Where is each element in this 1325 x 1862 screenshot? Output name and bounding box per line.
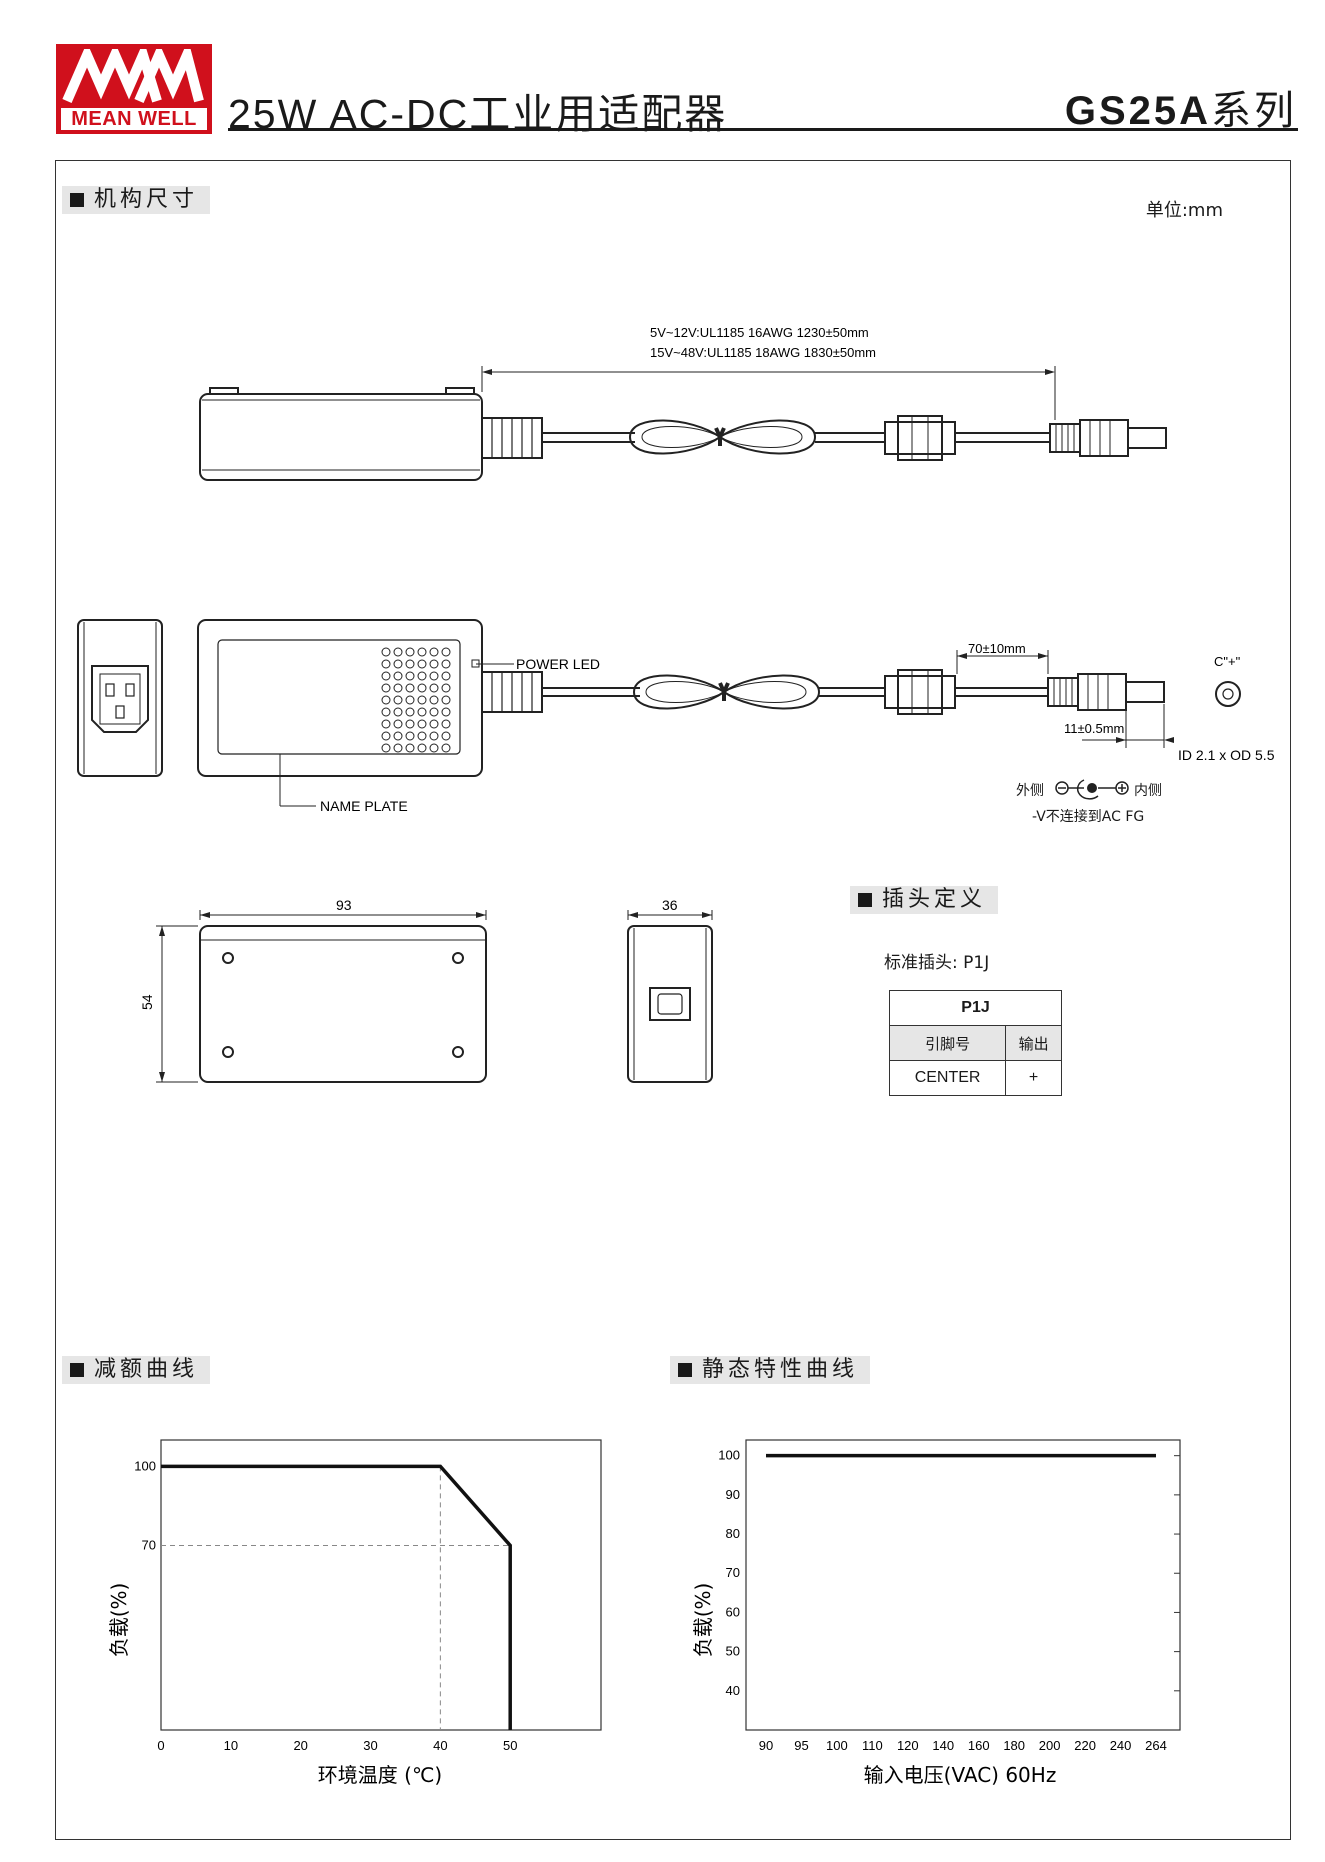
- static-y-tick: 70: [726, 1565, 740, 1580]
- adapter-top-view-drawing: POWER LED NAME PLATE 70±10mm 11±0.5mm C"…: [77, 619, 1275, 814]
- plug-standard: 标准插头: P1J: [884, 953, 990, 973]
- square-bullet-icon: [70, 1363, 84, 1377]
- derating-curve: [161, 1464, 512, 1730]
- static-x-tick: 240: [1110, 1738, 1132, 1753]
- static-x-tick: 220: [1074, 1738, 1096, 1753]
- static-x-tick: 110: [862, 1738, 883, 1753]
- derating-x-tick: 50: [503, 1738, 517, 1753]
- section-plug: 插头定义: [850, 886, 999, 914]
- plug-id-label: ID 2.1 x OD 5.5: [1178, 747, 1275, 763]
- section-derating-label: 减额曲线: [94, 1357, 199, 1382]
- derating-chart: 0 10 20 30 40 50 70 100 负载(%) 环境温度 (℃): [107, 1439, 602, 1787]
- square-bullet-icon: [678, 1363, 692, 1377]
- static-y-tick: 50: [726, 1644, 740, 1659]
- static-y-tick: 100: [718, 1448, 740, 1463]
- dimension-views-drawing: 93 54 36: [140, 897, 713, 1083]
- adapter-side-view-drawing: 5V~12V:UL1185 16AWG 1230±50mm 15V~48V:UL…: [199, 325, 1167, 481]
- dim-70-label: 70±10mm: [968, 641, 1026, 656]
- section-mechanical-label: 机构尺寸: [94, 187, 199, 212]
- mw-logo-icon: [62, 49, 204, 103]
- meanwell-logo: MEAN WELL: [56, 44, 212, 134]
- c-plus-label: C"+": [1214, 654, 1241, 669]
- series-name: GS25A: [1064, 89, 1211, 133]
- series-title: GS25A系列: [1065, 78, 1297, 136]
- static-y-tick: 60: [726, 1604, 740, 1619]
- plug-row-pin: CENTER: [888, 1060, 1007, 1096]
- section-static-label: 静态特性曲线: [702, 1357, 859, 1382]
- dim-54-label: 54: [140, 994, 155, 1010]
- static-x-tick: 90: [759, 1738, 773, 1753]
- static-y-tick: 80: [726, 1526, 740, 1541]
- plug-table-title: P1J: [889, 990, 1062, 1026]
- static-plot-frame: [745, 1439, 1181, 1731]
- dim-11-label: 11±0.5mm: [1064, 721, 1124, 736]
- derating-x-tick: 0: [157, 1738, 164, 1753]
- polarity-symbol-icon: [1055, 779, 1129, 800]
- plug-table: P1J 引脚号输出 CENTER+: [888, 990, 1062, 1096]
- section-mechanical: 机构尺寸: [62, 186, 211, 214]
- static-ylabel: 负载(%): [691, 1583, 715, 1658]
- derating-x-tick: 20: [293, 1738, 307, 1753]
- logo-brand-text: MEAN WELL: [61, 108, 207, 130]
- cable-spec-line1: 5V~12V:UL1185 16AWG 1230±50mm: [650, 325, 869, 340]
- static-y-tick: 90: [726, 1487, 740, 1502]
- derating-plot-frame: [160, 1439, 602, 1731]
- page-title: 25W AC-DC工业用适配器: [228, 91, 728, 137]
- content-frame: [55, 160, 1291, 1840]
- static-x-tick: 160: [968, 1738, 990, 1753]
- section-plug-label: 插头定义: [882, 887, 987, 912]
- fg-note: -V不连接到AC FG: [1032, 809, 1145, 825]
- derating-x-tick: 30: [363, 1738, 377, 1753]
- static-x-tick: 100: [826, 1738, 848, 1753]
- power-led-label: POWER LED: [516, 656, 600, 672]
- name-plate-label: NAME PLATE: [320, 798, 408, 814]
- outer-label: 外侧: [1016, 783, 1044, 799]
- static-x-tick: 95: [794, 1738, 808, 1753]
- section-derating: 减额曲线: [62, 1356, 211, 1384]
- derating-y-tick: 100: [134, 1458, 156, 1473]
- static-x-tick: 140: [932, 1738, 954, 1753]
- dim-93-label: 93: [336, 897, 352, 913]
- static-x-tick: 180: [1003, 1738, 1025, 1753]
- header-rule: [228, 128, 1298, 131]
- derating-ylabel: 负载(%): [107, 1583, 131, 1658]
- square-bullet-icon: [70, 193, 84, 207]
- plug-row-out: +: [1005, 1060, 1062, 1096]
- static-x-tick: 120: [897, 1738, 919, 1753]
- square-bullet-icon: [858, 893, 872, 907]
- plug-col-pin: 引脚号: [888, 1025, 1007, 1061]
- inner-label: 内侧: [1134, 783, 1162, 799]
- cable-spec-line2: 15V~48V:UL1185 18AWG 1830±50mm: [650, 345, 876, 360]
- static-xlabel: 输入电压(VAC) 60Hz: [864, 1763, 1057, 1787]
- static-x-tick: 200: [1039, 1738, 1061, 1753]
- derating-y-tick: 70: [142, 1537, 156, 1552]
- section-static: 静态特性曲线: [670, 1356, 871, 1384]
- static-y-tick: 40: [726, 1683, 740, 1698]
- dim-36-label: 36: [662, 897, 678, 913]
- derating-x-tick: 10: [224, 1738, 238, 1753]
- static-chart: 90 95 100 110 120 140 160 180 200 220 240 264 40 50 60…: [691, 1439, 1181, 1787]
- derating-xlabel: 环境温度 (℃): [318, 1763, 442, 1787]
- derating-x-tick: 40: [433, 1738, 447, 1753]
- unit-label: 单位:mm: [1145, 200, 1223, 221]
- static-x-tick: 264: [1145, 1738, 1167, 1753]
- series-suffix: 系列: [1211, 88, 1297, 134]
- plug-col-out: 输出: [1005, 1025, 1062, 1061]
